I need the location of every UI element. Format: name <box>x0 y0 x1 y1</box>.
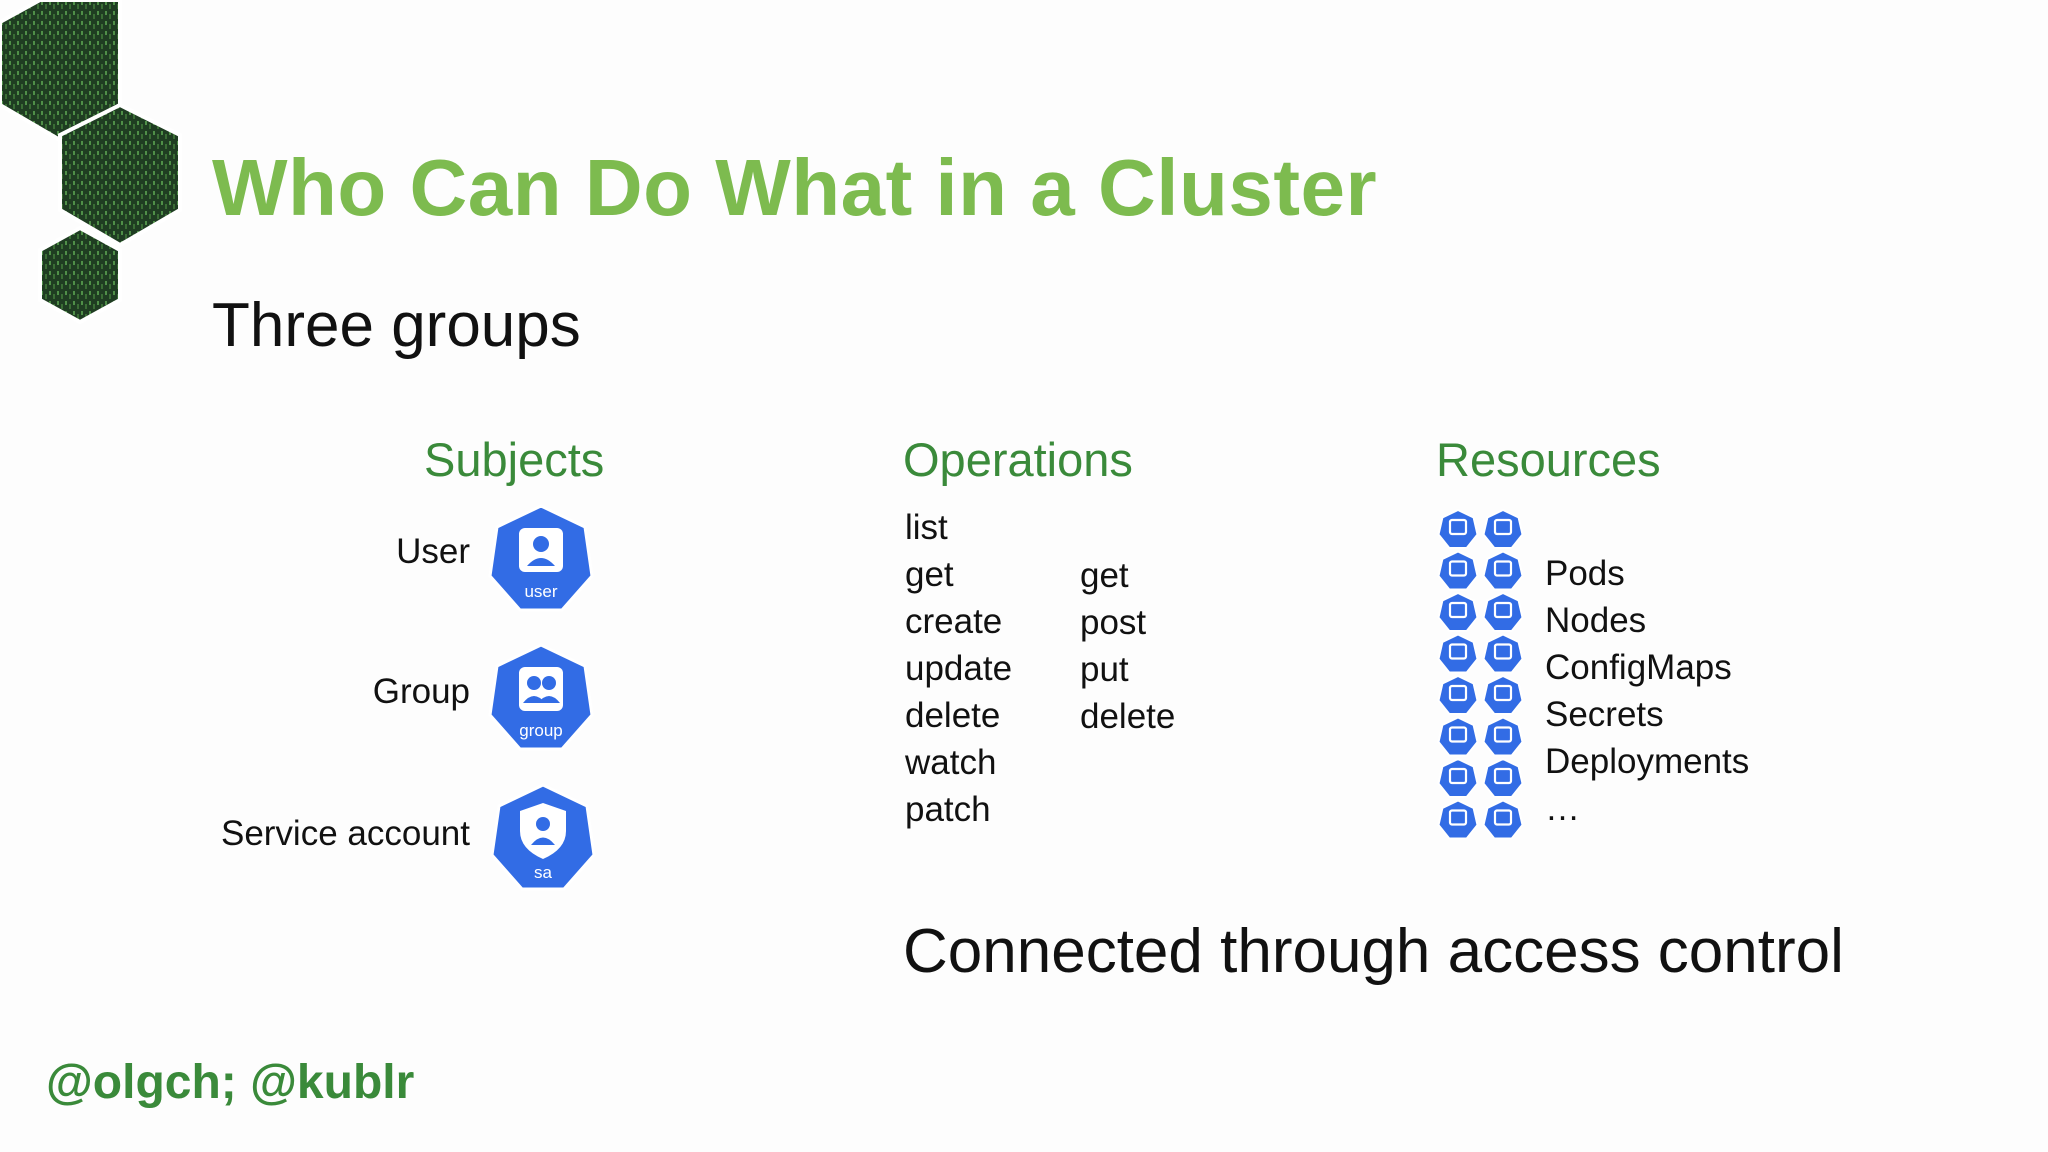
http-verb-item: delete <box>1080 697 1176 736</box>
cronjob-icon <box>1437 799 1479 840</box>
slide-subtitle: Three groups <box>212 291 581 360</box>
resources-list: Pods Nodes ConfigMaps Secrets Deployment… <box>1545 554 1749 836</box>
subject-label-service-account: Service account <box>220 814 470 853</box>
sc-icon <box>1482 799 1524 840</box>
http-verb-item: get <box>1080 556 1129 595</box>
operation-item: list <box>905 508 948 547</box>
ing-icon <box>1482 508 1524 549</box>
sa-icon-caption: sa <box>534 863 553 882</box>
operation-item: update <box>905 649 1013 688</box>
subjects-heading: Subjects <box>424 433 605 486</box>
resource-item: Nodes <box>1545 601 1647 640</box>
subject-label-group: Group <box>372 672 470 711</box>
operation-item: delete <box>905 696 1001 735</box>
resource-item: ConfigMaps <box>1545 648 1732 687</box>
resources-heading: Resources <box>1436 433 1661 486</box>
operations-heading: Operations <box>903 433 1133 486</box>
http-verb-item: put <box>1080 650 1129 689</box>
decorative-hexagons <box>0 0 182 325</box>
pv-icon <box>1482 716 1524 757</box>
footer-handles: @olgch; @kublr <box>46 1056 415 1109</box>
operation-item: get <box>905 555 954 594</box>
operation-item: patch <box>905 790 991 829</box>
resource-item: Deployments <box>1545 742 1750 781</box>
http-verb-item: post <box>1080 603 1147 642</box>
ep-icon <box>1482 591 1524 632</box>
resource-item: Secrets <box>1545 695 1664 734</box>
slide-title: Who Can Do What in a Cluster <box>212 143 1378 232</box>
operation-item: create <box>905 602 1003 641</box>
operations-left-list: list get create update delete watch patc… <box>905 508 1012 837</box>
resource-item: Pods <box>1545 554 1625 593</box>
service-account-icon: sa <box>490 783 596 891</box>
resource-item: … <box>1545 789 1580 828</box>
sts-icon <box>1437 716 1479 757</box>
operations-right-list: get post put delete <box>1080 556 1175 744</box>
deploy-icon <box>1437 633 1479 674</box>
pod-icon <box>1437 550 1479 591</box>
user-icon: user <box>488 504 594 612</box>
tagline: Connected through access control <box>903 917 1844 986</box>
ns-icon <box>1437 508 1479 549</box>
rs-icon <box>1437 591 1479 632</box>
operation-item: watch <box>905 743 997 782</box>
secret-icon <box>1482 674 1524 715</box>
ds-icon <box>1437 674 1479 715</box>
svc-icon <box>1482 550 1524 591</box>
group-icon-caption: group <box>519 721 562 740</box>
subject-label-user: User <box>396 532 470 571</box>
user-icon-caption: user <box>524 582 557 601</box>
pvc-icon <box>1482 757 1524 798</box>
resource-icons-grid <box>1437 508 1524 840</box>
group-icon: group <box>488 643 594 751</box>
job-icon <box>1437 757 1479 798</box>
cm-icon <box>1482 633 1524 674</box>
